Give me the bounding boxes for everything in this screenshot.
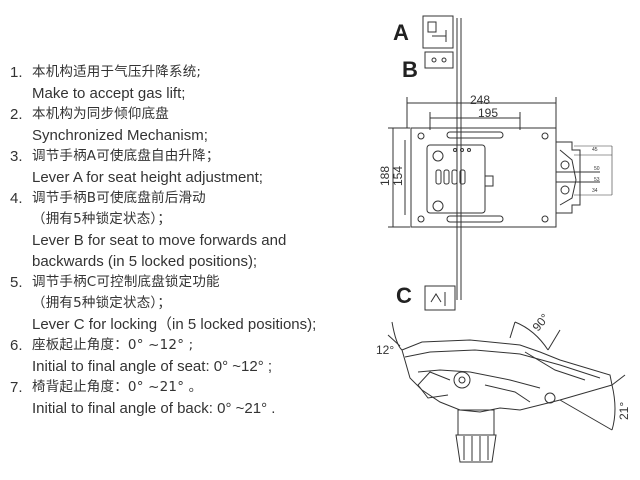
dim-width-inner: 195	[478, 106, 498, 120]
spec-line: 座板起止角度：0° ~12° ;	[32, 337, 194, 353]
spec-line: 调节手柄B可使底盘前后滑动	[32, 190, 206, 206]
lever-a-label: A	[393, 20, 409, 45]
spec-item: 3. 调节手柄A可使底盘自由升降； Lever A for seat height …	[10, 146, 370, 188]
spec-number: 2.	[10, 106, 23, 123]
side-dim-4: 34	[592, 188, 598, 194]
side-mechanism	[556, 141, 581, 214]
spec-number: 7.	[10, 379, 23, 396]
mechanism-diagram: A B C 248 195 188 154 45 50 53 34 12° 90…	[376, 15, 631, 463]
spec-line: Lever C for locking（in 5 locked position…	[32, 316, 317, 333]
spec-line: 调节手柄A可使底盘自由升降；	[32, 148, 220, 164]
lever-b-label: B	[402, 57, 418, 82]
lever-a-bracket	[422, 15, 454, 49]
spec-number: 5.	[10, 274, 23, 291]
back-angle-range-label: 21°	[617, 402, 631, 420]
spec-line: 调节手柄C可控制底盘锁定功能	[32, 274, 220, 290]
lever-b-bracket	[424, 51, 454, 69]
lever-c-bracket	[424, 285, 456, 311]
dim-height-outer: 188	[378, 166, 392, 186]
spec-item: 4. 调节手柄B可使底盘前后滑动 （拥有5种锁定状态）； Lever B for se…	[10, 188, 370, 272]
spec-line: （拥有5种锁定状态）；	[32, 211, 172, 227]
spec-item: 6. 座板起止角度：0° ~12° ; Initial to final angle…	[10, 335, 370, 377]
spec-line: 本机构适用于气压升降系统;	[32, 64, 202, 80]
spec-line: 本机构为同步倾仰底盘	[32, 106, 169, 122]
side-dim-1: 45	[592, 147, 598, 153]
spec-line: Initial to final angle of back: 0° ~21° …	[32, 400, 276, 417]
spec-item: 2. 本机构为同步倾仰底盘 Synchronized Mechanism;	[10, 104, 370, 146]
spec-item: 5. 调节手柄C可控制底盘锁定功能 （拥有5种锁定状态）； Lever C for l…	[10, 272, 370, 335]
spec-line: Make to accept gas lift;	[32, 85, 186, 102]
back-angle-upper-label: 90°	[530, 311, 553, 334]
seat-angle-label: 12°	[376, 343, 394, 357]
side-view-body	[401, 339, 613, 413]
spec-line: Lever A for seat height adjustment;	[32, 169, 263, 186]
side-dim-3: 53	[594, 177, 600, 183]
spec-line: Synchronized Mechanism;	[32, 127, 208, 144]
spec-item: 7. 椅背起止角度：0° ~21° 。 Initial to final angle…	[10, 377, 370, 419]
spec-number: 6.	[10, 337, 23, 354]
lever-c-label: C	[396, 283, 412, 308]
spec-line: Lever B for seat to move forwards and	[32, 232, 287, 249]
spec-line: 椅背起止角度：0° ~21° 。	[32, 379, 203, 395]
side-dim-2: 50	[594, 166, 600, 172]
spec-line: backwards (in 5 locked positions);	[32, 253, 258, 270]
dim-width-outer: 248	[470, 93, 490, 107]
spec-number: 4.	[10, 190, 23, 207]
spec-line: （拥有5种锁定状态）；	[32, 295, 172, 311]
spec-list: 1. 本机构适用于气压升降系统; Make to accept gas lift; 2…	[10, 62, 370, 419]
spec-item: 1. 本机构适用于气压升降系统; Make to accept gas lift;	[10, 62, 370, 104]
spec-line: Initial to final angle of seat: 0° ~12° …	[32, 358, 273, 375]
base-plate	[410, 127, 557, 228]
spec-number: 1.	[10, 64, 23, 81]
spec-number: 3.	[10, 148, 23, 165]
dim-height-inner: 154	[391, 166, 405, 186]
